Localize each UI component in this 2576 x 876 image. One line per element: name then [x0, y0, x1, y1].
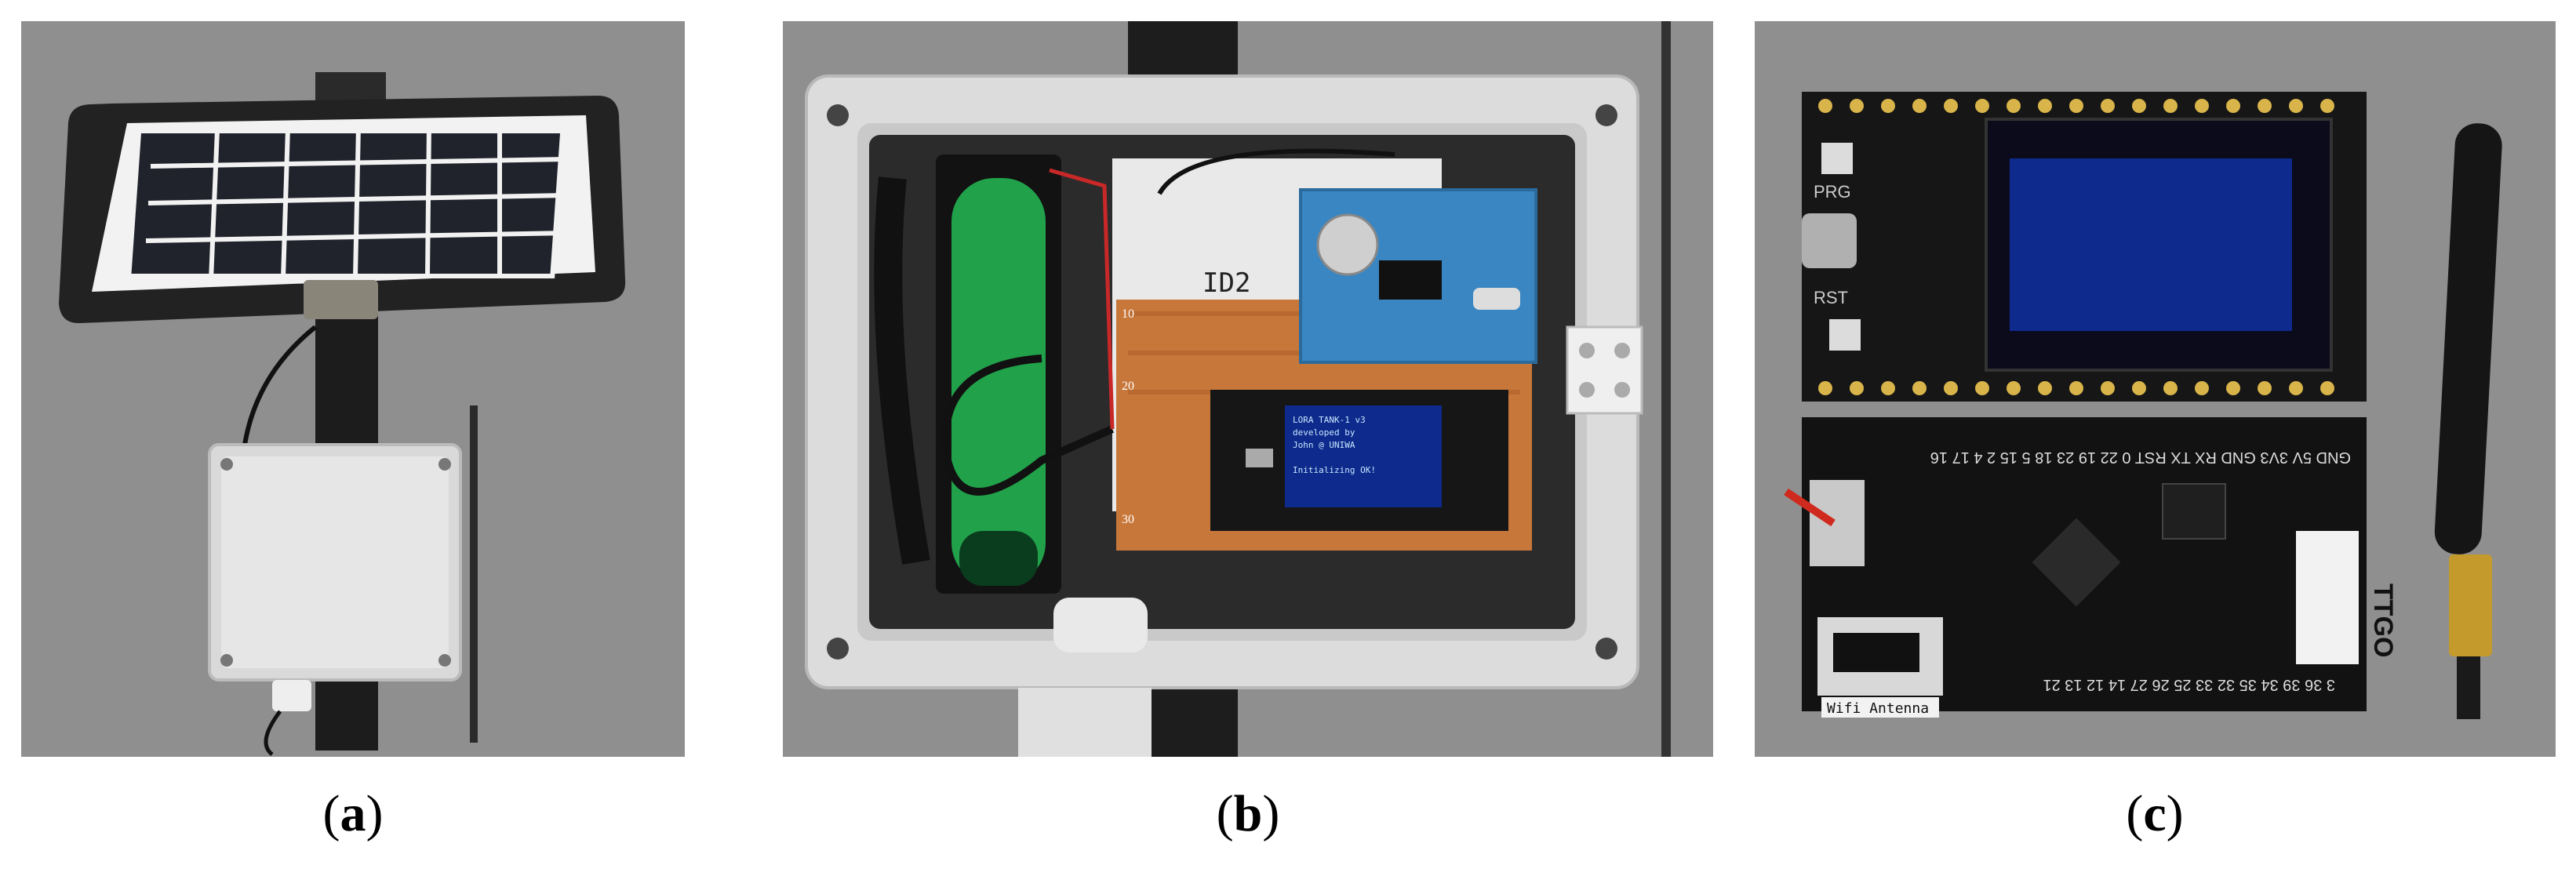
row-mark-30: 30	[1122, 513, 1134, 526]
photo-open-enclosure: 10 20 30 ID2 LORA TANK-1 v3 developed by…	[783, 21, 1713, 757]
oled-line-2: developed by	[1293, 427, 1355, 438]
pin-row-top: GND 5V 3V3 GND RX TX RST 0 22 19 23 18 5…	[1930, 449, 2351, 466]
oled-line-5: Initializing OK!	[1293, 465, 1376, 475]
box-id-label: ID2	[1202, 267, 1250, 299]
photo-solar-node	[21, 21, 685, 757]
brand-label: TTGO	[2368, 583, 2398, 657]
row-mark-20: 20	[1122, 380, 1134, 393]
ttgo-board-illustration: PRG RST GND 5V 3V3 GND RX TX RST 0 22 19…	[1755, 21, 2556, 757]
caption-c: (c)	[2126, 785, 2184, 842]
enclosure-illustration: 10 20 30 ID2 LORA TANK-1 v3 developed by…	[783, 21, 1713, 757]
photo-ttgo-board: PRG RST GND 5V 3V3 GND RX TX RST 0 22 19…	[1755, 21, 2556, 757]
rst-label: RST	[1814, 288, 1848, 307]
caption-a: (a)	[322, 785, 384, 842]
pin-row-bottom: 3 36 39 34 35 32 33 25 26 27 14 12 13 21	[2043, 676, 2335, 693]
oled-line-3: John @ UNIWA	[1293, 440, 1355, 450]
wifi-antenna-label: Wifi Antenna	[1827, 700, 1929, 717]
row-mark-10: 10	[1122, 307, 1134, 321]
solar-node-illustration	[21, 21, 685, 757]
caption-b: (b)	[1216, 785, 1280, 842]
oled-line-1: LORA TANK-1 v3	[1293, 415, 1366, 425]
prg-label: PRG	[1814, 182, 1851, 202]
